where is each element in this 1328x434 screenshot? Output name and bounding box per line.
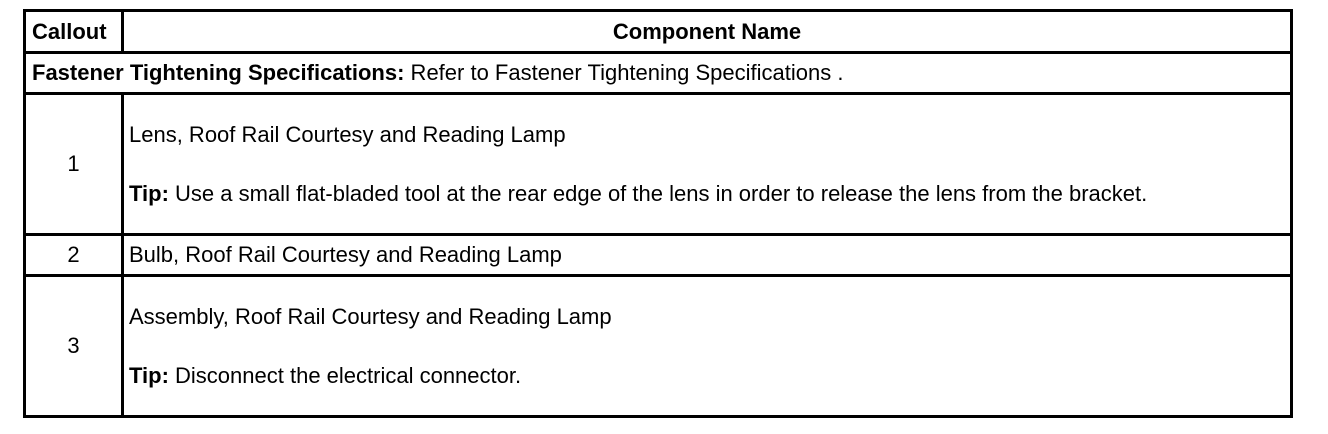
component-table: Callout Component Name Fastener Tighteni… xyxy=(23,9,1293,418)
tip-text: Use a small flat-bladed tool at the rear… xyxy=(168,180,1148,206)
component-name-cell: Lens, Roof Rail Courtesy and Reading Lam… xyxy=(121,92,1293,236)
tip-text: Disconnect the electrical connector. xyxy=(168,362,522,388)
component-name-cell: Bulb, Roof Rail Courtesy and Reading Lam… xyxy=(121,233,1293,277)
tip-label: Tip: xyxy=(129,180,169,206)
component-name-cell: Assembly, Roof Rail Courtesy and Reading… xyxy=(121,274,1293,418)
table-row: 2 Bulb, Roof Rail Courtesy and Reading L… xyxy=(23,233,1293,277)
tip-line: Tip: Disconnect the electrical connector… xyxy=(129,363,1285,388)
component-name: Lens, Roof Rail Courtesy and Reading Lam… xyxy=(129,122,566,148)
callout-number: 2 xyxy=(23,233,124,277)
fastener-specs-cell: Fastener Tightening Specifications: Refe… xyxy=(23,51,1293,95)
callout-column-header: Callout xyxy=(23,9,124,54)
component-name: Assembly, Roof Rail Courtesy and Reading… xyxy=(129,304,612,330)
table-row: 1 Lens, Roof Rail Courtesy and Reading L… xyxy=(23,92,1293,236)
header-row: Callout Component Name xyxy=(23,9,1293,54)
callout-number: 3 xyxy=(23,274,124,418)
callout-number: 1 xyxy=(23,92,124,236)
tip-line: Tip: Use a small flat-bladed tool at the… xyxy=(129,181,1285,206)
component-name-column-header: Component Name xyxy=(121,9,1293,54)
fastener-specs-label: Fastener Tightening Specifications: xyxy=(32,60,405,86)
tip-label: Tip: xyxy=(129,362,169,388)
fastener-specs-row: Fastener Tightening Specifications: Refe… xyxy=(23,51,1293,95)
component-name: Bulb, Roof Rail Courtesy and Reading Lam… xyxy=(129,242,562,268)
table-row: 3 Assembly, Roof Rail Courtesy and Readi… xyxy=(23,274,1293,418)
fastener-specs-text: Refer to Fastener Tightening Specificati… xyxy=(404,60,844,86)
